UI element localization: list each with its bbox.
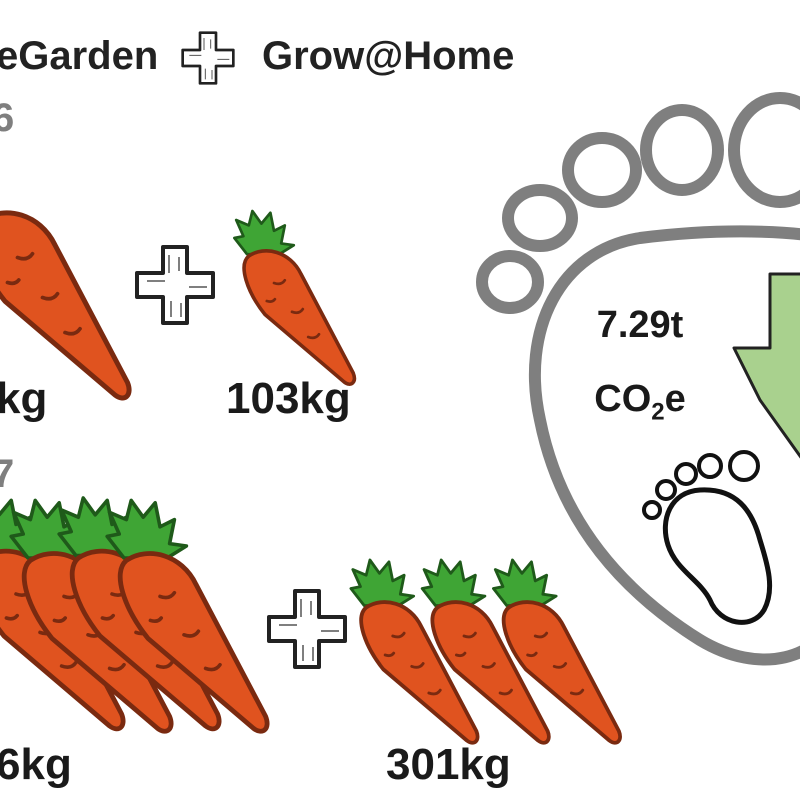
header-plus-icon [181,31,235,85]
co2-prefix: CO [594,378,652,420]
row1-right-amount: 103kg [226,374,351,423]
row2-year: 7 [0,452,15,496]
down-arrow-icon [732,272,800,459]
row1-plus-icon [135,245,215,325]
row1-left-amount: kg [0,374,48,423]
row2-left-amount: 6kg [0,740,72,789]
row1-right-carrot-icon [233,209,357,386]
brand-right-label: Grow@Home [262,34,515,78]
row2-plus-icon [267,589,347,669]
baby-foot-icon [642,450,773,625]
row2-right-amount: 301kg [386,740,511,789]
footprint-unit: CO2e [570,374,710,438]
row2-left-carrots-icon [0,496,280,740]
brand-left-label: eGarden [0,34,159,78]
co2-subscript: 2 [651,398,665,426]
co2-suffix: e [664,378,686,420]
footprint-amount: 7.29t [596,304,684,346]
row1-year: 6 [0,96,15,140]
